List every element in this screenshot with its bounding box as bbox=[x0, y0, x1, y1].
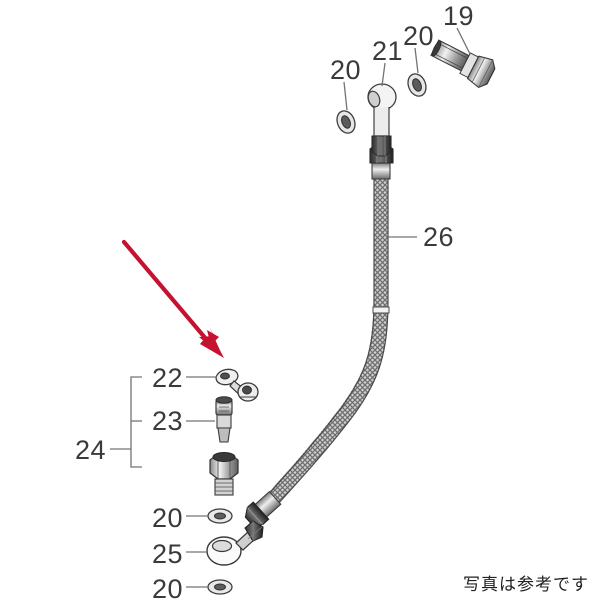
sealing-washer-20-d bbox=[207, 579, 233, 595]
banjo-eyelet-25 bbox=[206, 520, 264, 566]
banjo-bolt-19 bbox=[430, 39, 496, 89]
hose-lower-ferrule bbox=[244, 490, 282, 527]
part-label-20-upper-left: 20 bbox=[330, 55, 362, 85]
reference-photo-note: 写真は参考です bbox=[463, 575, 589, 595]
part-label-20-lower: 20 bbox=[152, 574, 184, 600]
union-fitting-23 bbox=[215, 396, 233, 443]
part-label-24: 24 bbox=[75, 435, 107, 465]
leader-lines bbox=[186, 27, 471, 588]
sealing-washer-20-a bbox=[336, 110, 356, 134]
part-label-22: 22 bbox=[152, 363, 184, 393]
sealing-washer-20-c bbox=[207, 508, 233, 524]
part-label-20-lower-mid: 20 bbox=[152, 503, 184, 533]
sealing-washer-20-b bbox=[407, 73, 427, 97]
highlight-arrow bbox=[121, 239, 224, 358]
part-label-25: 25 bbox=[152, 539, 184, 569]
part-label-19: 19 bbox=[443, 1, 475, 31]
link-joint-22 bbox=[215, 368, 259, 402]
group-bracket-24 bbox=[110, 376, 142, 468]
braided-brake-hose-part bbox=[266, 178, 390, 506]
part-label-21: 21 bbox=[372, 36, 404, 66]
banjo-eye-fitting-21 bbox=[367, 83, 397, 157]
hex-bolt-24-member bbox=[209, 452, 239, 496]
part-label-23: 23 bbox=[152, 406, 184, 436]
part-label-20-upper-mid: 20 bbox=[403, 21, 435, 51]
part-label-26: 26 bbox=[423, 222, 455, 252]
